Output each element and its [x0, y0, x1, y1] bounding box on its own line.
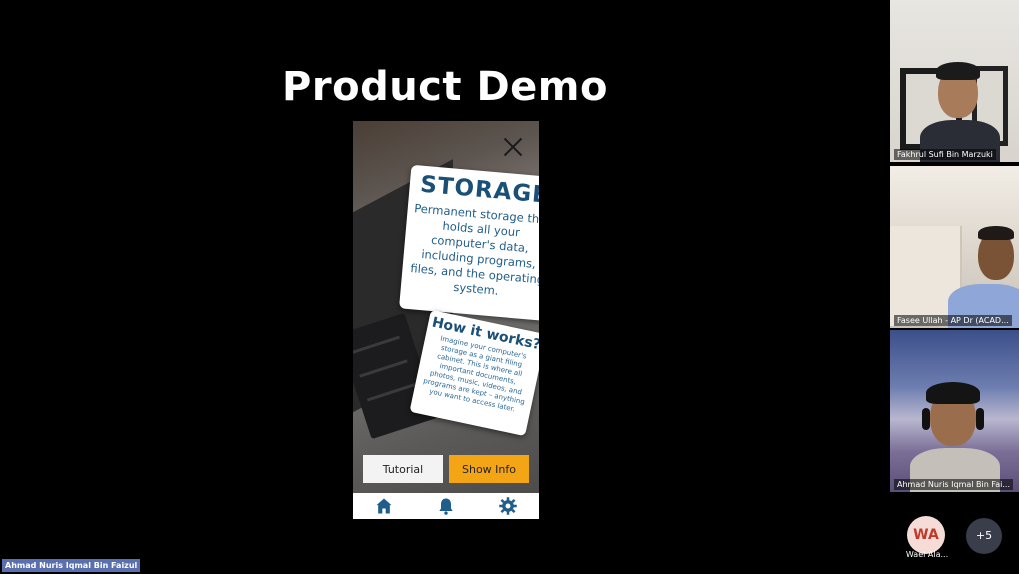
- participant-video-tile[interactable]: Ahmad Nuris Iqmal Bin Fai...: [890, 330, 1019, 492]
- close-icon[interactable]: [499, 133, 527, 161]
- headphones-icon: [976, 408, 984, 430]
- participant-video-tile[interactable]: Fakhrul Sufi Bin Marzuki: [890, 0, 1019, 162]
- bell-icon[interactable]: [435, 496, 457, 516]
- participant-name: Fasee Ullah - AP Dr (ACAD...: [894, 315, 1012, 326]
- show-info-button[interactable]: Show Info: [449, 455, 529, 483]
- more-participants-button[interactable]: +5: [966, 518, 1002, 554]
- participants-panel: Fakhrul Sufi Bin Marzuki Fasee Ullah - A…: [890, 0, 1019, 574]
- tutorial-button[interactable]: Tutorial: [363, 455, 443, 483]
- info-card-storage: STORAGE Permanent storage that holds all…: [399, 164, 539, 322]
- device-stripe: [366, 383, 416, 402]
- device-stripe: [359, 359, 408, 378]
- card-body: Permanent storage that holds all your co…: [409, 201, 539, 298]
- person-hair: [978, 226, 1014, 240]
- participant-name: Fakhrul Sufi Bin Marzuki: [894, 149, 996, 160]
- participant-video-tile[interactable]: Fasee Ullah - AP Dr (ACAD...: [890, 166, 1019, 328]
- phone-app-screen: STORAGE Permanent storage that holds all…: [353, 121, 539, 519]
- home-icon[interactable]: [373, 496, 395, 516]
- person-hair: [936, 62, 980, 80]
- bottom-nav: [353, 493, 539, 519]
- participant-name: Ahmad Nuris Iqmal Bin Fai...: [894, 479, 1013, 490]
- person-hair: [926, 382, 980, 404]
- presenter-name-label: Ahmad Nuris Iqmal Bin Faizul: [2, 559, 141, 572]
- headphones-icon: [922, 408, 930, 430]
- participant-avatar-initials[interactable]: WA: [907, 516, 945, 554]
- participant-name: Wael Ala...: [905, 550, 949, 559]
- gear-icon[interactable]: [497, 496, 519, 516]
- slide-title: Product Demo: [282, 64, 608, 110]
- shared-screen: Product Demo STORAGE Permanent storage t…: [0, 0, 890, 574]
- device-stripe: [353, 335, 400, 354]
